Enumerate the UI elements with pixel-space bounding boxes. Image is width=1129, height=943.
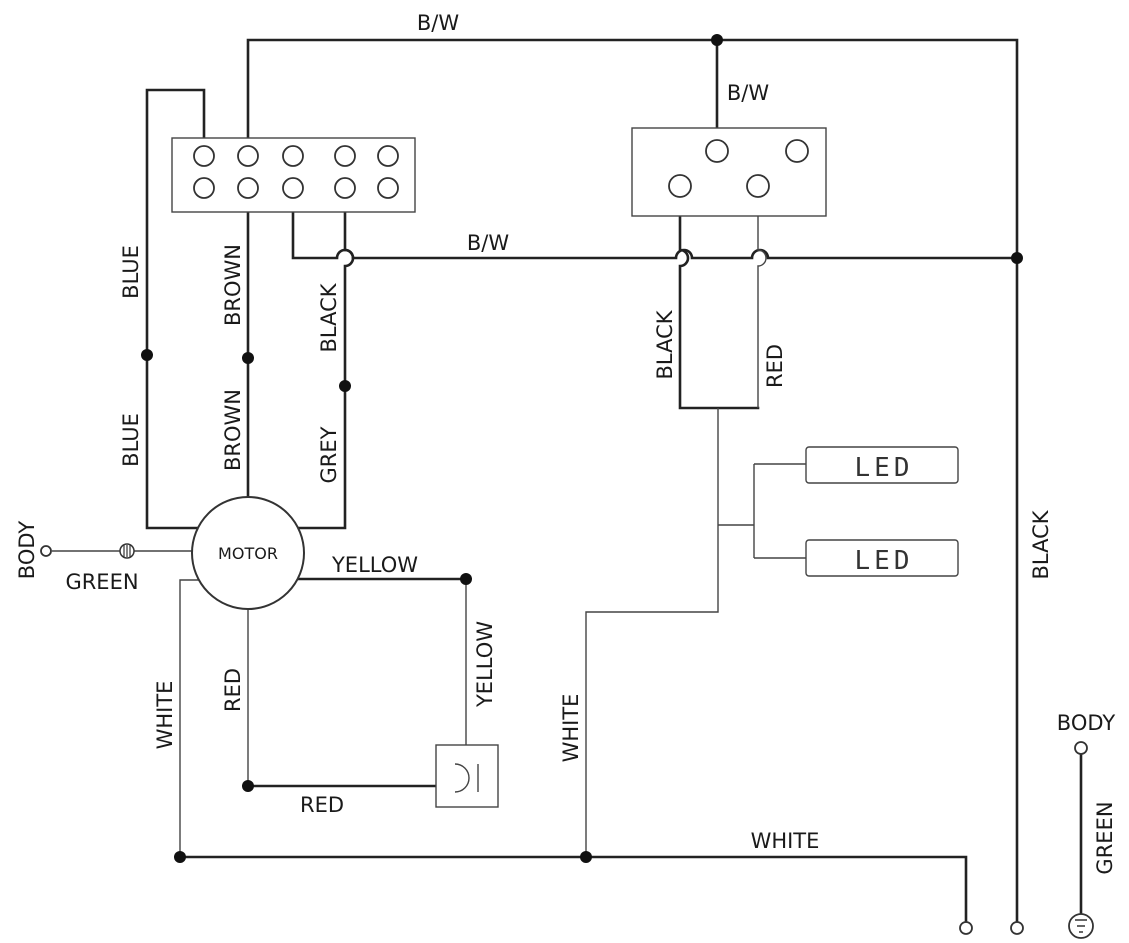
led-2-label: LED: [855, 546, 914, 576]
ground-clip-left: [119, 543, 135, 559]
capacitor: [435, 744, 499, 808]
ground-symbol-right: [1068, 913, 1094, 939]
motor-label: MOTOR: [218, 544, 278, 563]
label-white-mid: WHITE: [559, 694, 583, 763]
label-white-left: WHITE: [153, 681, 177, 750]
led-1-label: LED: [855, 453, 914, 483]
label-brown-upper: BROWN: [221, 244, 245, 326]
label-blue-upper: BLUE: [119, 245, 143, 299]
capacitor-plate-curved: [454, 763, 470, 793]
label-green-left: GREEN: [65, 570, 138, 594]
supply-terminal-white: [959, 921, 973, 935]
label-black-upper: BLACK: [317, 282, 341, 352]
wire-bw-top: [246, 38, 1019, 260]
junction-dots: [141, 34, 1023, 863]
label-blue-lower: BLUE: [119, 413, 143, 467]
label-yellow-h: YELLOW: [331, 553, 418, 577]
wire-led-branch: [718, 463, 806, 559]
body-terminal-right: [1074, 741, 1088, 755]
wire-white-bottom: [178, 855, 968, 924]
supply-terminal-black: [1010, 921, 1024, 935]
switch-pins: [668, 139, 809, 198]
body-terminal-left: [40, 545, 52, 557]
label-brown-lower: BROWN: [221, 389, 245, 471]
label-bw-down: B/W: [727, 81, 769, 105]
led-2: [805, 539, 959, 577]
label-grey: GREY: [317, 426, 341, 483]
wire-white-left: [179, 579, 200, 857]
wire-blue: [145, 88, 206, 530]
label-yellow-v: YELLOW: [473, 621, 497, 708]
label-body-right: BODY: [1057, 711, 1116, 735]
label-black-right: BLACK: [1029, 509, 1053, 579]
label-bw-mid: B/W: [467, 231, 509, 255]
wire-switch-black: [678, 194, 760, 410]
label-green-right: GREEN: [1093, 801, 1117, 874]
led-1: [805, 446, 959, 484]
motor: [191, 496, 305, 610]
label-red-switch: RED: [763, 344, 787, 388]
label-body-left: BODY: [15, 521, 39, 580]
label-bw-top: B/W: [417, 11, 459, 35]
wire-led-feed: [585, 408, 719, 857]
label-red-h: RED: [300, 793, 344, 817]
label-white-bottom: WHITE: [751, 829, 820, 853]
label-black-switch: BLACK: [653, 309, 677, 379]
wire-switch-red: [757, 196, 767, 408]
terminal-pins: [193, 145, 399, 199]
label-red-v: RED: [221, 668, 245, 712]
